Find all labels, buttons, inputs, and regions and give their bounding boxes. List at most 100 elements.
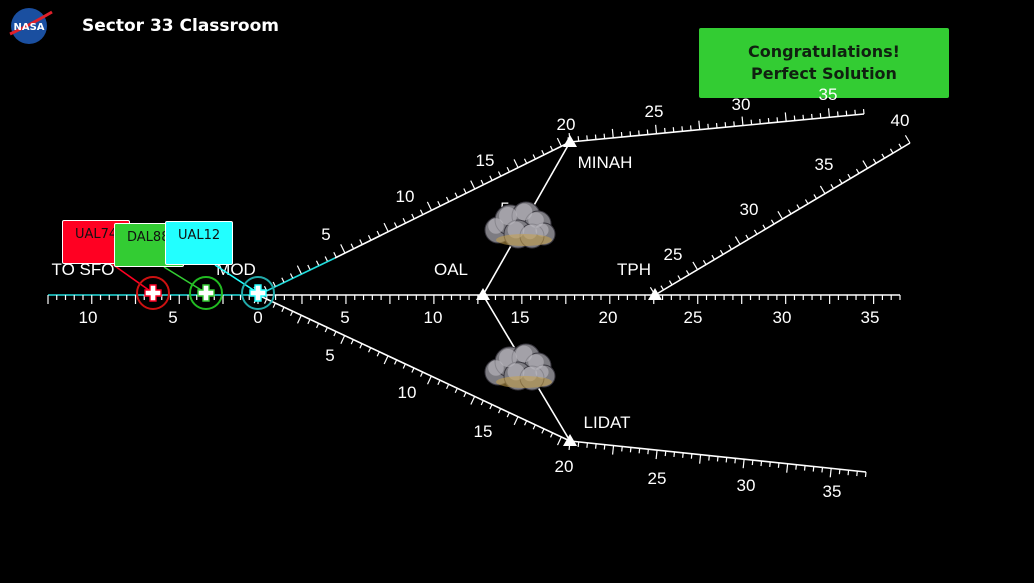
aircraft-layer [136, 276, 275, 310]
tph-tick [745, 234, 750, 240]
upper-tick [489, 175, 493, 181]
upper-tick [513, 159, 519, 168]
upper-tick [556, 137, 562, 147]
cloud-glow [496, 234, 552, 246]
lidat-tick [647, 449, 649, 455]
upper-scale-label: 5 [321, 225, 330, 244]
aircraft-cross [249, 284, 267, 302]
lower-tick [324, 327, 328, 333]
upper-tick [480, 179, 484, 185]
upper-tick [350, 243, 354, 249]
lidat-tick [777, 462, 780, 468]
lidat-tick [769, 461, 771, 468]
upper-tick [383, 222, 389, 232]
upper-tick [307, 264, 311, 270]
tph-tick [796, 204, 801, 210]
cloud-highlight [488, 360, 504, 376]
minah-scale-label: 25 [645, 102, 664, 121]
upper-tick [454, 192, 458, 198]
main-scale-label: 10 [424, 308, 443, 327]
main-scale-label: 5 [340, 308, 349, 327]
waypoint-label-to-sfo: TO SFO [52, 260, 115, 279]
waypoint-label-minah: MINAH [578, 153, 633, 172]
cloud-highlight [515, 345, 533, 363]
upper-tick [289, 273, 294, 279]
tph-tick [872, 158, 877, 164]
tph-tick [855, 168, 860, 174]
lower-tick [420, 371, 424, 377]
upper-tick [402, 217, 406, 224]
lower-tick [368, 347, 372, 353]
lower-tick [350, 339, 354, 345]
lower-tick [394, 359, 398, 365]
lower-tick [454, 388, 458, 394]
aircraft-separation-ring [136, 276, 170, 310]
cloud-glow [496, 376, 552, 388]
lidat-tick [742, 459, 745, 469]
waypoint-triangle-icon [563, 434, 577, 446]
upper-scale-label: 10 [396, 187, 415, 206]
route-upper [334, 141, 571, 259]
lower-tick [556, 436, 562, 446]
waypoint-label-tph: TPH [617, 260, 651, 279]
lidat-tick [716, 456, 719, 462]
lidat-scale-label: 30 [737, 476, 756, 495]
weather-layer [484, 201, 556, 391]
storm-cloud-icon [484, 201, 556, 249]
tph-tick [847, 173, 852, 179]
lidat-scale-label: 35 [823, 482, 842, 501]
lidat-tick [664, 450, 667, 457]
lidat-tick [829, 468, 832, 478]
lidat-tick [708, 455, 710, 461]
lower-scale-label: 5 [325, 346, 334, 365]
tph-tick [777, 210, 784, 220]
tph-tick [830, 183, 835, 189]
upper-tick [272, 281, 276, 287]
main-scale-label: 10 [79, 308, 98, 327]
tph-tick [862, 160, 869, 169]
upper-tick [296, 265, 302, 275]
lower-tick [446, 383, 450, 390]
upper-tick [470, 180, 476, 190]
lidat-tick [682, 452, 684, 458]
upper-tick [445, 196, 450, 202]
upper-tick [532, 154, 536, 160]
lidat-tick [586, 442, 589, 448]
banner-line-1: Congratulations! [748, 42, 900, 61]
lidat-tick [751, 460, 754, 466]
lower-tick [281, 306, 285, 312]
lidat-tick [821, 467, 824, 473]
waypoint-triangle-icon [563, 135, 577, 147]
lower-tick [506, 412, 510, 418]
main-scale-label: 30 [773, 308, 792, 327]
aircraft-cross [144, 284, 162, 302]
lower-scale-label: 15 [474, 422, 493, 441]
tph-scale-label: 40 [891, 111, 910, 130]
lidat-tick [786, 463, 789, 473]
minah-tick [784, 112, 787, 122]
upper-tick [419, 209, 424, 215]
upper-tick [367, 234, 372, 241]
tph-tick [734, 236, 741, 245]
lower-tick [426, 375, 432, 385]
lower-tick [411, 367, 415, 373]
lidat-tick [847, 470, 850, 476]
aircraft-tag-ual12[interactable]: UAL12 [165, 221, 233, 265]
tph-tick [838, 178, 843, 184]
upper-tick [359, 239, 363, 245]
upper-tick [426, 201, 432, 211]
lower-scale-label: 20 [555, 457, 574, 476]
tph-tick [898, 143, 903, 149]
main-scale-label: 35 [861, 308, 880, 327]
lower-tick [513, 416, 519, 426]
tph-tick [753, 229, 758, 235]
tph-scale-label: 35 [815, 155, 834, 174]
route-ticks [47, 108, 911, 478]
aircraft-symbol-icon [144, 284, 162, 302]
aircraft-leader-line [111, 263, 154, 294]
lidat-tick [760, 460, 763, 467]
lidat-tick [655, 450, 658, 460]
lower-tick [437, 379, 441, 385]
lidat-tick [621, 446, 623, 452]
lower-tick [524, 420, 528, 426]
